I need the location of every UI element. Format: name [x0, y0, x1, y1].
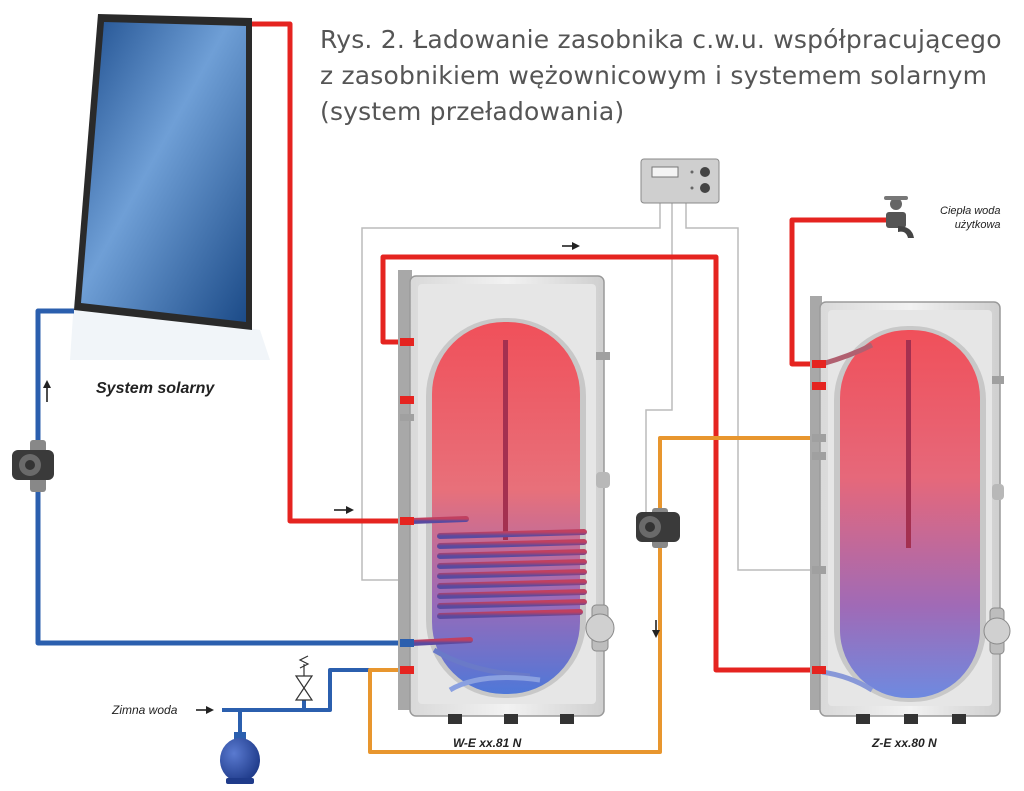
wire-controller-to-ze-sensor: [685, 200, 820, 571]
tank-ze-flange: [983, 607, 1011, 655]
wire-controller-to-solar-sensor: [361, 200, 661, 581]
solar-collector-icon: [70, 14, 270, 360]
arrow-up-icon: [43, 380, 51, 402]
tank-we-label: W-E xx.81 N: [453, 736, 522, 750]
arrow-right-icon: [196, 706, 214, 714]
solar-supply-pipe: [252, 21, 412, 524]
circulation-pump-icon: [636, 508, 680, 548]
controller-icon: [640, 158, 720, 204]
cold-water-label: Zimna woda: [112, 703, 178, 717]
hot-water-label: Ciepła woda użytkowa: [940, 204, 1001, 232]
arrow-down-icon: [652, 620, 660, 638]
caption-line-1: Rys. 2. Ładowanie zasobnika c.w.u. współ…: [320, 25, 1002, 54]
hot-transfer-pipe: [380, 254, 820, 673]
solar-return-pipe: [35, 308, 412, 646]
solar-system-label: System solarny: [96, 380, 215, 397]
caption-line-2: z zasobnikiem wężownicowym i systemem so…: [320, 61, 988, 90]
hot-water-outlet-pipe: [789, 217, 890, 367]
hot-water-label-line-2: użytkowa: [954, 219, 1001, 231]
arrow-right-icon: [334, 506, 354, 514]
tank-ze: [810, 296, 1011, 724]
safety-valve-icon: [294, 655, 314, 701]
expansion-vessel-icon: [220, 732, 260, 784]
tap-icon: [884, 196, 914, 238]
caption-line-3: (system przeładowania): [320, 97, 625, 126]
tank-ze-label: Z-E xx.80 N: [872, 736, 937, 750]
circulation-pump-icon: [12, 440, 54, 492]
cold-water-pipe: [222, 668, 412, 740]
tank-we-flange: [585, 604, 615, 652]
tank-we-connections: [400, 338, 610, 674]
heating-coil: [409, 516, 587, 646]
tank-we: [398, 270, 615, 724]
charging-loop-pipe: [368, 436, 820, 754]
wire-controller-to-pump: [645, 200, 673, 515]
hot-water-label-line-1: Ciepła woda: [940, 205, 1001, 217]
arrow-right-icon: [562, 242, 580, 250]
flow-arrows: [43, 242, 660, 714]
control-wires: [361, 200, 820, 581]
figure-caption: Rys. 2. Ładowanie zasobnika c.w.u. współ…: [320, 22, 1020, 130]
tank-ze-connections: [812, 360, 1004, 674]
